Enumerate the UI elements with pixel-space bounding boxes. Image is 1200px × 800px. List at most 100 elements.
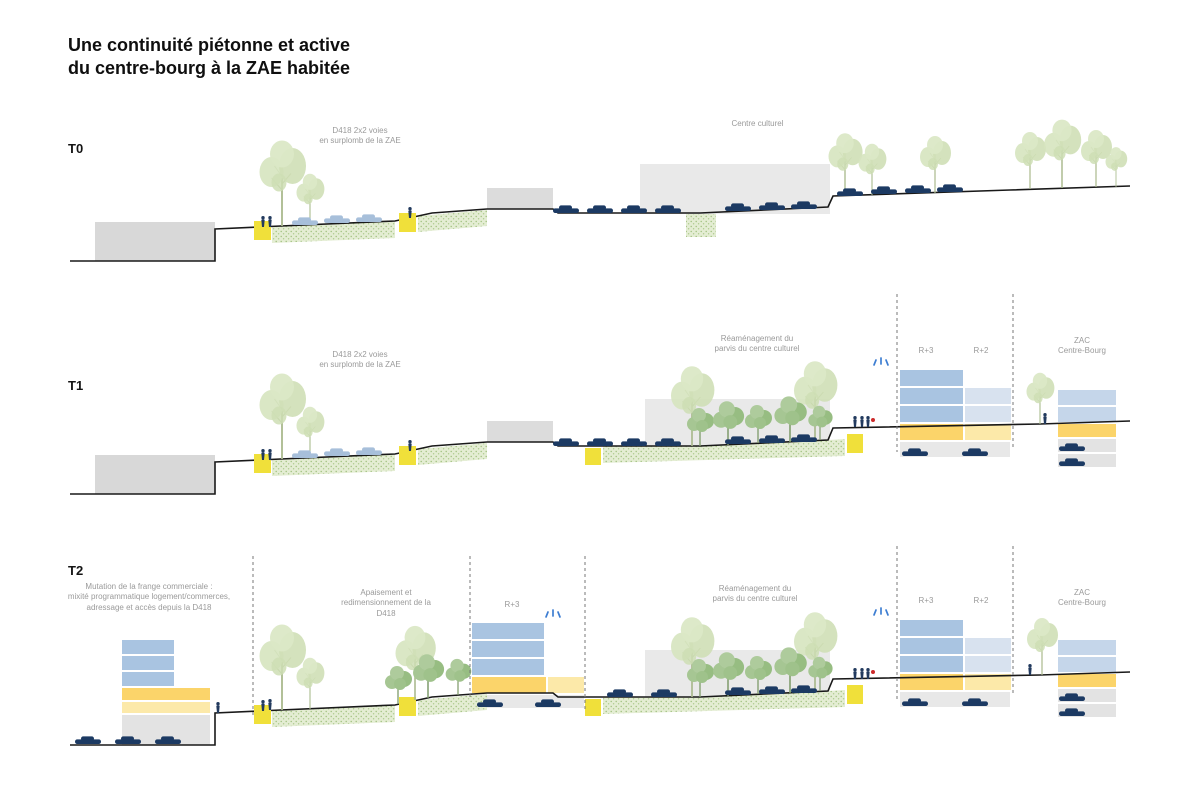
mid-grey-building [487,188,553,209]
new-r3-building [900,370,963,440]
tree-icon [258,623,307,711]
green-slope [272,454,395,476]
annotation-d418-t0: D418 2x2 voies en surplomb de la ZAE [319,126,401,146]
tree-icon [445,658,472,696]
person-icon [216,702,220,713]
tree-icon [258,372,307,460]
green-parvis-slope [603,439,845,463]
car-icon [553,205,579,213]
red-marker-dot [871,418,875,422]
tree-icon [295,173,325,226]
green-wall [686,214,716,237]
yellow-access-block [399,213,416,232]
zac-centre-bourg-buildings [1058,640,1116,717]
red-marker-dot [871,670,875,674]
existing-commercial-building [95,222,215,261]
person-icon [860,668,864,679]
annotation-zac-t2: ZAC Centre-Bourg [1057,588,1107,608]
yellow-access-block [399,697,416,716]
green-slope [272,705,395,727]
car-icon [871,186,897,194]
car-icon [356,214,382,222]
cars [292,184,963,225]
annotation-parvis-t1: Réaménagement du parvis du centre cultur… [714,334,800,354]
green-slope [418,210,487,232]
new-construction-spark-icon [873,607,889,616]
annotation-mutation-t2: Mutation de la frange commerciale : mixi… [67,582,231,612]
section-t1-drawing [70,294,1131,495]
person-icon [866,416,870,427]
car-icon [75,736,101,744]
new-r2-building [965,638,1011,690]
new-r3-building [900,620,963,690]
new-r2-building [965,388,1011,440]
car-icon [553,438,579,446]
zac-centre-bourg-buildings [1058,390,1116,467]
section-label-t0: T0 [68,141,84,156]
page-title: Une continuité piétonne et active du cen… [68,35,351,79]
tree-icon [1014,131,1047,190]
yellow-access-block [254,705,271,724]
terrain-section-line [70,185,1131,262]
label-r2-t2: R+2 [973,596,989,605]
tree-icon [258,139,307,227]
section-label-t1: T1 [68,378,84,393]
car-icon [937,184,963,192]
yellow-access-block [254,221,271,240]
green-slope [418,694,487,716]
car-icon [587,205,613,213]
section-t2-drawing [70,546,1131,746]
tree-icon [827,132,864,197]
car-icon [356,447,382,455]
yellow-access-block [254,454,271,473]
section-t0-drawing [70,118,1131,262]
label-r3-t2: R+3 [918,596,934,605]
car-icon [607,689,633,697]
car-icon [324,448,350,456]
tree-icon [1025,372,1055,425]
car-icon [324,215,350,223]
annotation-parvis-t2: Réaménagement du parvis du centre cultur… [712,584,798,604]
annotation-zac-t1: ZAC Centre-Bourg [1057,336,1107,356]
person-icon [1043,413,1047,424]
car-icon [587,438,613,446]
yellow-access-block [847,434,863,453]
annotation-apaisement-t2: Apaisement et redimensionnement de la D4… [341,588,431,618]
label-r2-t1: R+2 [973,346,989,355]
annotation-centre-culturel-t0: Centre culturel [731,119,784,128]
yellow-access-block [399,446,416,465]
new-construction-spark-icon [545,609,561,618]
mid-grey-building [487,421,553,442]
annotation-d418-t1: D418 2x2 voies en surplomb de la ZAE [319,350,401,370]
existing-commercial-building [95,455,215,494]
person-icon [860,416,864,427]
label-r3-t1: R+3 [918,346,934,355]
yellow-access-block [585,699,601,716]
new-r3-building-left [472,623,584,708]
yellow-access-block [847,685,863,704]
yellow-access-block [585,448,601,465]
car-icon [905,185,931,193]
car-icon [292,217,318,225]
tree-icon [295,406,325,459]
tree-icon [1043,118,1082,189]
new-construction-spark-icon [873,357,889,366]
person-icon [853,416,857,427]
car-icon [837,188,863,196]
terrain-section-line [70,420,1131,495]
green-parvis-slope [603,690,845,714]
person-icon [1028,664,1032,675]
mutated-frontage-building [122,640,210,745]
car-icon [621,438,647,446]
section-label-t2: T2 [68,563,84,578]
label-r3-left-t2: R+3 [504,600,520,609]
person-icon [853,668,857,679]
terrain-section-line [70,671,1131,746]
green-slope [418,443,487,465]
tree-icon [295,657,325,710]
car-icon [292,450,318,458]
tree-icon [1026,617,1059,676]
person-icon [866,668,870,679]
